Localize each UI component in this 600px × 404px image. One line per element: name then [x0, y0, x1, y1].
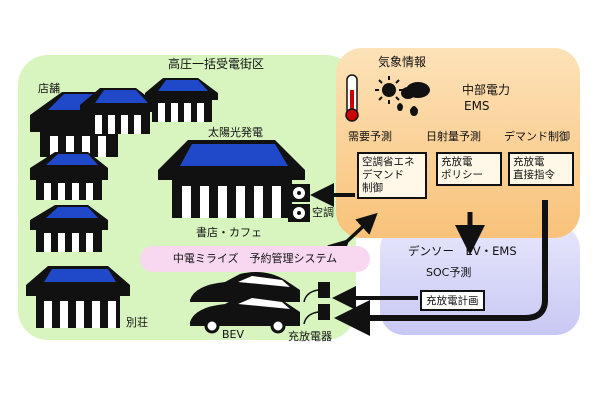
charger-icon — [303, 282, 330, 325]
hvac-line-3: 制御 — [362, 182, 383, 194]
soc-label: SOC予測 — [426, 266, 472, 279]
plan-box: 充放電計画 — [420, 290, 485, 311]
store-label: 店舗 — [38, 82, 60, 95]
solar-label: 太陽光発電 — [208, 126, 263, 139]
policy-box: 充放電 ポリシー — [436, 152, 502, 186]
chubu-line1: 中部電力 — [462, 83, 511, 97]
villa-label: 別荘 — [126, 316, 148, 329]
store-house-5 — [145, 78, 218, 122]
aircon-icon — [288, 184, 310, 222]
bookstore-label: 書店・カフェ — [196, 226, 262, 239]
houses — [26, 78, 305, 328]
store-house-4 — [80, 88, 158, 134]
demand-forecast-label: 需要予測 — [348, 130, 392, 143]
arrows — [310, 183, 548, 336]
reservation-system: 中電ミライズ 予約管理システム — [140, 246, 370, 272]
demand-control-label: デマンド制御 — [504, 130, 570, 143]
charger-label: 充放電器 — [288, 330, 332, 343]
aircon-label: 空調 — [312, 206, 334, 219]
bookstore-house — [158, 140, 305, 218]
weather-icons — [345, 74, 430, 122]
hvac-line-2: デマンド — [362, 169, 404, 181]
store-house-3 — [30, 205, 108, 252]
hvac-control-box: 空調省エネ デマンド 制御 — [357, 152, 427, 199]
weather-label: 気象情報 — [378, 55, 427, 69]
policy-line-1: 充放電 — [441, 156, 473, 168]
policy-line-2: ポリシー — [441, 169, 483, 181]
store-house-2 — [30, 152, 108, 200]
villa-house — [26, 266, 130, 328]
chubu-line2: EMS — [464, 99, 490, 113]
direct-line-1: 充放電 — [513, 156, 545, 168]
bev-icon — [190, 272, 300, 334]
bev-label: BEV — [222, 328, 245, 341]
hvac-line-1: 空調省エネ — [362, 156, 415, 168]
denso-title: デンソー EV・EMS — [408, 244, 517, 258]
direct-line-2: 直接指令 — [513, 169, 555, 181]
solar-forecast-label: 日射量予測 — [426, 130, 481, 143]
district-title: 高圧一括受電街区 — [168, 57, 265, 71]
direct-command-box: 充放電 直接指令 — [508, 152, 574, 186]
